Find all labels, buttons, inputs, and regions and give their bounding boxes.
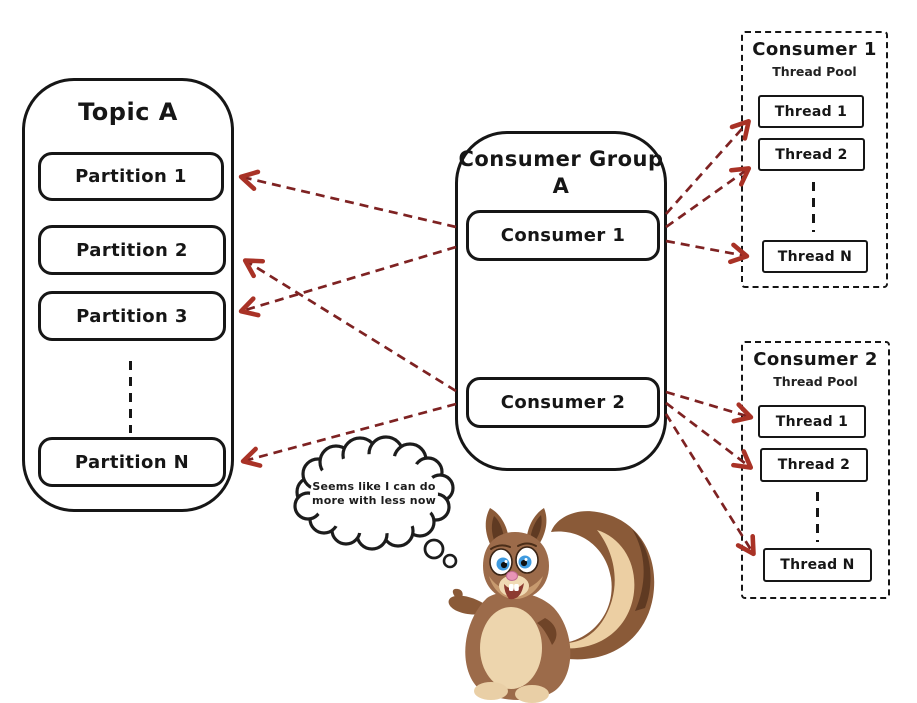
pool1-thread-1: Thread 1 (758, 95, 864, 128)
squirrel-tail (548, 511, 655, 660)
consumer-box-2: Consumer 2 (466, 377, 660, 428)
topic-title: Topic A (78, 98, 178, 126)
consumer-group-title: Consumer Group (458, 147, 664, 171)
pool2-thread-2: Thread 2 (760, 448, 868, 482)
squirrel-ear (526, 508, 547, 546)
topic-box: Topic A Partition 1 Partition 2 Partitio… (22, 78, 234, 512)
squirrel-body (465, 592, 571, 700)
pool1-thread-ellipsis (812, 182, 816, 232)
consumer-group-box: Consumer Group A Consumer 1 Consumer 2 (455, 131, 667, 471)
arrow-consumer2-thread2 (665, 401, 754, 470)
thread-pool-1-title: Consumer 1 (752, 39, 877, 60)
partition-box-1: Partition 1 (38, 152, 224, 201)
thought-trail-circle-large (423, 538, 445, 560)
thought-bubble-line-1: Seems like I can do (312, 480, 436, 493)
squirrel-illustration (448, 508, 655, 703)
consumer-group-title-line2: A (552, 174, 570, 198)
pool1-thread-n: Thread N (762, 240, 868, 273)
squirrel-nose (506, 571, 518, 581)
arrow-consumer2-thread1 (665, 390, 754, 424)
thought-trail-circle-small (442, 553, 458, 569)
squirrel-eye (515, 546, 539, 574)
thought-bubble-text: Seems like I can do more with less now (302, 480, 446, 508)
thread-pool-2-subtitle: Thread Pool (773, 374, 858, 389)
thread-pool-2-title: Consumer 2 (753, 349, 878, 370)
arrow-consumer1-partition3 (238, 245, 457, 318)
arrow-consumer1-thread2 (665, 166, 752, 229)
thread-pool-1: Consumer 1 Thread Pool Thread 1 Thread 2… (741, 31, 888, 288)
arrow-consumer1-thread1 (664, 118, 751, 215)
squirrel-muzzle (499, 575, 529, 597)
squirrel-eye (489, 548, 513, 576)
partition-box-n: Partition N (38, 437, 226, 487)
squirrel-mouth (504, 583, 524, 600)
partition-box-2: Partition 2 (38, 225, 226, 275)
partition-box-3: Partition 3 (38, 291, 226, 341)
pool2-thread-1: Thread 1 (758, 405, 866, 438)
thread-pool-1-subtitle: Thread Pool (772, 64, 857, 79)
pool2-thread-ellipsis (816, 492, 820, 542)
arrow-consumer2-partition2 (242, 258, 457, 393)
arrow-consumer1-partition1 (238, 169, 457, 229)
pool2-thread-n: Thread N (763, 548, 872, 582)
arrow-consumer1-threadN (665, 239, 750, 265)
thread-pool-2: Consumer 2 Thread Pool Thread 1 Thread 2… (741, 341, 890, 599)
squirrel-arm (448, 595, 490, 615)
pool1-thread-2: Thread 2 (758, 138, 865, 171)
squirrel-head (483, 532, 549, 600)
squirrel-foot (515, 685, 549, 703)
consumer-box-1: Consumer 1 (466, 210, 660, 261)
partition-ellipsis (129, 361, 133, 433)
squirrel-ear (485, 508, 509, 548)
arrow-consumer2-partitionN (240, 402, 457, 468)
thought-bubble-line-2: more with less now (312, 494, 436, 507)
arrow-consumer2-threadN (664, 413, 756, 557)
squirrel-foot (474, 682, 508, 700)
